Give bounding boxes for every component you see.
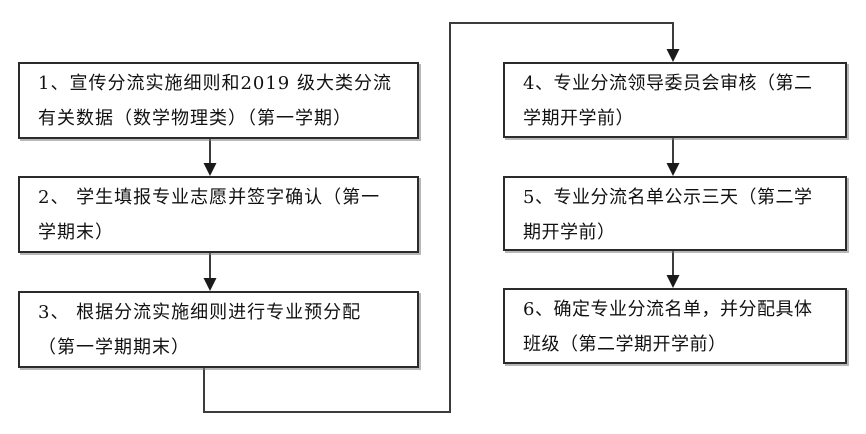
arrow-step2-step3-head [203, 278, 217, 291]
flow-step-1: 1、宣传分流实施细则和2019 级大类分流 有关数据（数学物理类）（第一学期） [18, 62, 419, 139]
flow-step-5: 5、专业分流名单公示三天（第二学 期开学前） [503, 176, 847, 251]
step6-line2: 班级（第二学期开学前） [523, 334, 727, 355]
step1-line2: 有关数据（数学物理类）（第一学期） [38, 108, 352, 129]
flow-step-6: 6、确定专业分流名单，并分配具体 班级（第二学期开学前） [503, 288, 847, 364]
flow-step-3: 3、 根据分流实施细则进行专业预分配 （第一学期期末） [18, 291, 419, 368]
step2-line2: 学期末） [38, 222, 114, 243]
step4-line1: 4、专业分流领导委员会审核（第二 [523, 73, 813, 94]
flow-step-4: 4、专业分流领导委员会审核（第二 学期开学前） [503, 62, 847, 138]
arrow-step5-step6-head [666, 275, 680, 288]
step2-line1: 2、 学生填报专业志愿并签字确认（第一 [38, 187, 381, 208]
connector-step3-to-step4-head [666, 49, 680, 62]
arrow-step4-step5-head [666, 163, 680, 176]
step1-line1: 1、宣传分流实施细则和2019 级大类分流 [38, 73, 392, 94]
step4-line2: 学期开学前） [523, 108, 634, 129]
step5-line2: 期开学前） [523, 222, 616, 243]
arrow-step1-step2-head [203, 163, 217, 176]
step5-line1: 5、专业分流名单公示三天（第二学 [523, 187, 813, 208]
step6-line1: 6、确定专业分流名单，并分配具体 [523, 299, 813, 320]
flow-step-2: 2、 学生填报专业志愿并签字确认（第一 学期末） [18, 176, 419, 253]
step3-line2: （第一学期期末） [38, 337, 190, 358]
step3-line1: 3、 根据分流实施细则进行专业预分配 [38, 302, 362, 323]
